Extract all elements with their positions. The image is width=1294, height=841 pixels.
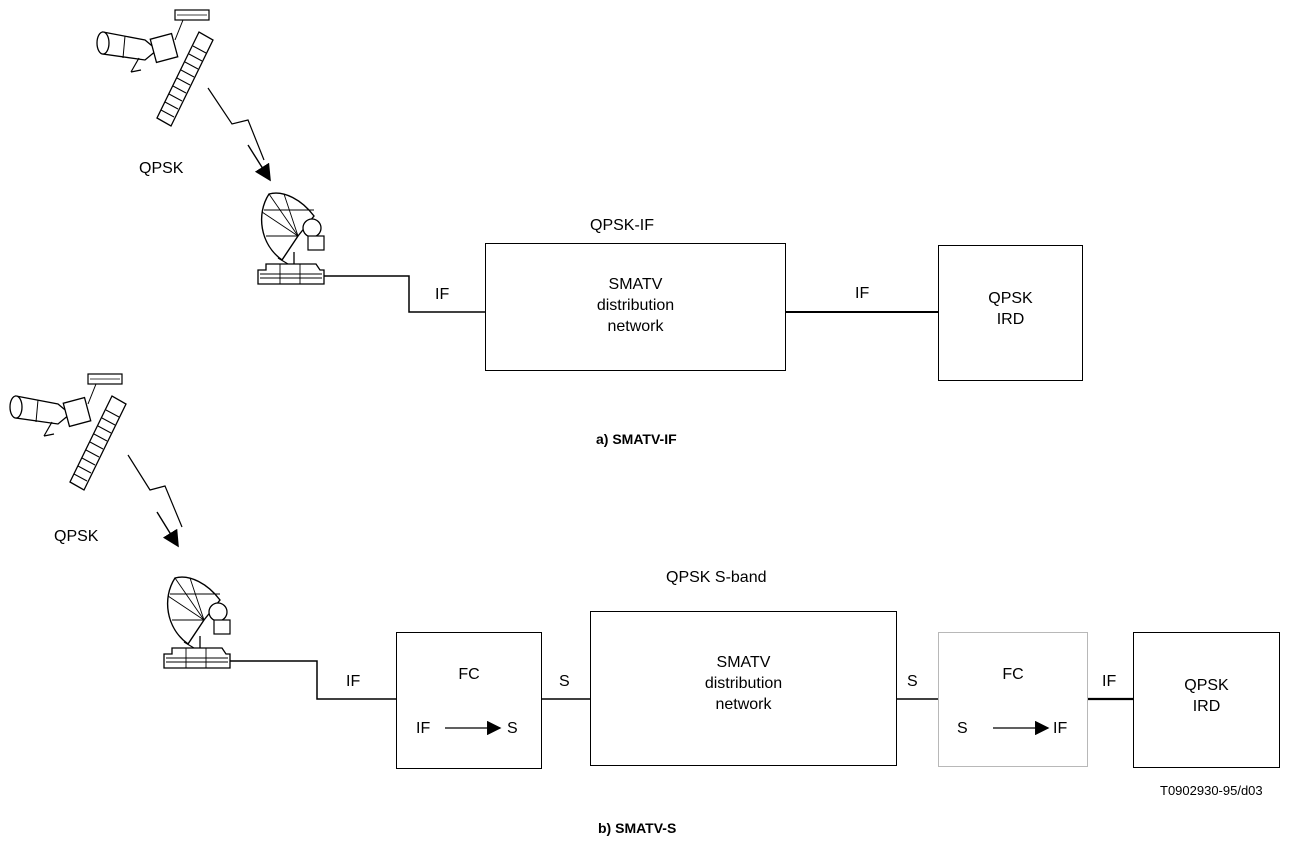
link-a-arrow [247, 144, 271, 182]
network-box-a-line2: distribution [596, 297, 675, 314]
ird-box-a: QPSK IRD [938, 245, 1083, 381]
ird-box-b-line1: QPSK [1184, 677, 1229, 694]
fc-box-2-to: IF [1053, 720, 1068, 737]
dish-b-icon [163, 576, 231, 669]
caption-a: a) SMATV-IF [596, 431, 677, 447]
caption-b: b) SMATV-S [598, 820, 677, 836]
network-box-b: SMATV distribution network [590, 611, 897, 766]
fc-box-2: FC S IF [938, 632, 1088, 767]
figure-reference: T0902930-95/d03 [1160, 783, 1263, 798]
ird-box-a-line1: QPSK [988, 290, 1033, 307]
fc-box-1: FC IF S [396, 632, 542, 769]
network-box-a-line3: network [607, 318, 664, 335]
link-b-zigzag [127, 454, 183, 528]
wire-dish-to-network-a [324, 275, 485, 313]
if-label-1-b: IF [346, 673, 361, 690]
fc-box-1-to: S [507, 720, 518, 737]
network-box-b-line3: network [715, 696, 772, 713]
satellite-b-icon [9, 373, 127, 491]
network-box-a: SMATV distribution network [485, 243, 786, 371]
s-label-2-b: S [907, 673, 918, 690]
top-label-a: QPSK-IF [590, 217, 655, 234]
if-right-label-a: IF [855, 285, 870, 302]
link-a-label: QPSK [139, 160, 184, 177]
ird-box-a-line2: IRD [996, 311, 1025, 328]
ird-box-b-line2: IRD [1192, 698, 1221, 715]
top-label-b: QPSK S-band [666, 569, 767, 586]
link-b-arrow [156, 511, 179, 548]
fc-box-2-from: S [957, 720, 968, 737]
link-a-zigzag [207, 87, 265, 161]
network-box-b-line2: distribution [704, 675, 783, 692]
network-box-a-line1: SMATV [608, 276, 663, 293]
fc-box-1-from: IF [416, 720, 431, 737]
link-b-label: QPSK [54, 528, 99, 545]
ird-box-b: QPSK IRD [1133, 632, 1280, 768]
dish-a-icon [257, 192, 325, 285]
s-label-1-b: S [559, 673, 570, 690]
wire-dish-to-fc1 [230, 660, 396, 700]
if-left-label-a: IF [435, 286, 450, 303]
fc-box-1-title: FC [458, 666, 480, 683]
if-label-2-b: IF [1102, 673, 1117, 690]
network-box-b-line1: SMATV [716, 654, 771, 671]
satellite-a-icon [96, 9, 214, 127]
fc-box-2-title: FC [1002, 666, 1024, 683]
